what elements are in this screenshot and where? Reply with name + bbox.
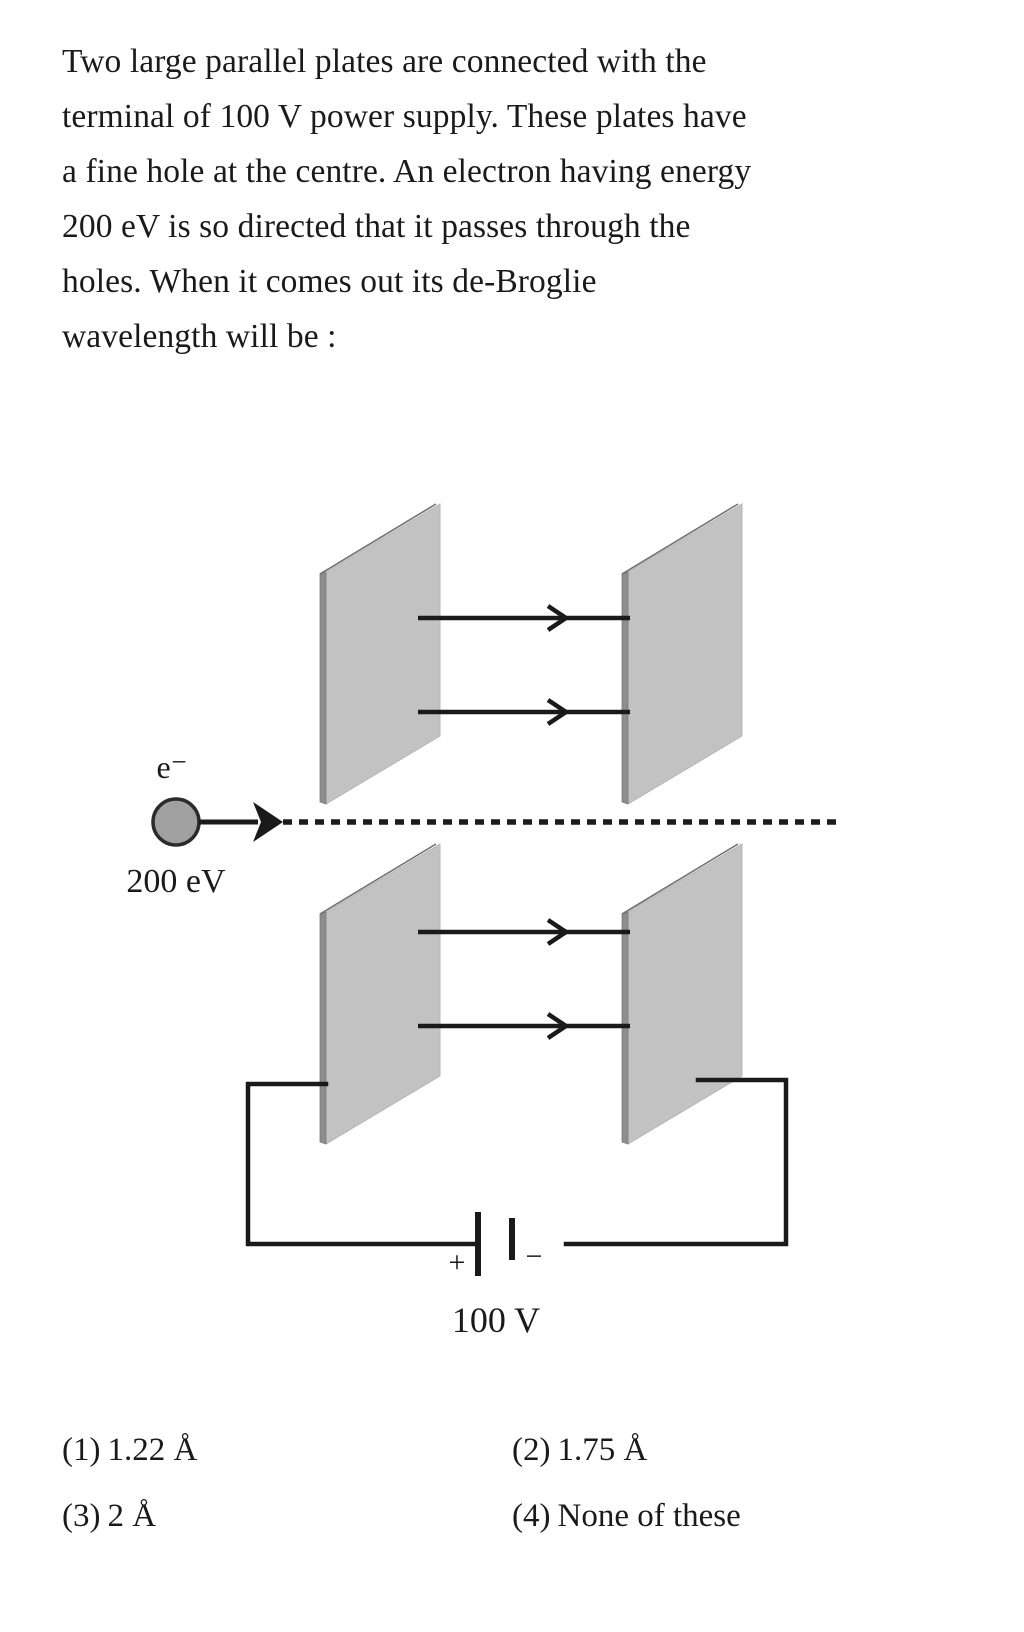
battery-plus-label: + xyxy=(449,1246,466,1279)
plate-top-edge xyxy=(319,843,437,915)
plate-lower-left xyxy=(319,843,441,1145)
plate-thickness-edge xyxy=(319,911,327,1145)
question-line-6: wavelength will be : xyxy=(62,318,337,355)
option-1[interactable]: (1)1.22 Å xyxy=(62,1425,512,1475)
plate-top-edge xyxy=(621,503,739,575)
wire-left-branch xyxy=(245,1081,479,1247)
electron-particle xyxy=(151,797,201,847)
question-line-3: a fine hole at the centre. An electron h… xyxy=(62,153,752,190)
field-line-arrowhead xyxy=(546,918,571,946)
option-3-number: (3) xyxy=(62,1498,101,1534)
option-3-value: 2 Å xyxy=(107,1498,157,1534)
option-4[interactable]: (4)None of these xyxy=(512,1491,962,1541)
capacitor-plates-diagram: e⁻ 200 eV xyxy=(0,460,1024,1340)
field-lines-lower xyxy=(418,918,630,1040)
option-row-2: (3)2 Å (4)None of these xyxy=(62,1491,962,1541)
option-1-number: (1) xyxy=(62,1432,101,1468)
upper-plate-pair xyxy=(319,503,743,805)
option-2-number: (2) xyxy=(512,1432,551,1468)
plate-thickness-edge xyxy=(621,571,629,805)
option-2-value: 1.75 Å xyxy=(557,1432,648,1468)
question-line-5: holes. When it comes out its de-Broglie xyxy=(62,263,597,300)
field-line-arrowhead xyxy=(546,604,571,632)
plate-thickness-edge xyxy=(319,571,327,805)
field-lines-upper xyxy=(418,604,630,726)
answer-options: (1)1.22 Å (2)1.75 Å (3)2 Å (4)None of th… xyxy=(62,1425,962,1557)
battery-minus-label: − xyxy=(526,1240,543,1273)
battery-symbol: + − 100 V xyxy=(449,1212,543,1340)
plate-top-edge xyxy=(319,503,437,575)
field-line-arrowhead xyxy=(546,698,571,726)
electron-group: e⁻ 200 eV xyxy=(126,749,283,900)
question-line-1: Two large parallel plates are connected … xyxy=(62,43,707,80)
option-row-1: (1)1.22 Å (2)1.75 Å xyxy=(62,1425,962,1475)
option-4-value: None of these xyxy=(557,1498,741,1534)
plate-lower-right xyxy=(621,843,743,1145)
question-line-2: terminal of 100 V power supply. These pl… xyxy=(62,98,747,135)
wire-right-branch xyxy=(563,1077,789,1247)
option-3[interactable]: (3)2 Å xyxy=(62,1491,512,1541)
plate-upper-left xyxy=(319,503,441,805)
electron-energy-label: 200 eV xyxy=(126,863,226,900)
question-text: Two large parallel plates are connected … xyxy=(62,34,962,364)
option-1-value: 1.22 Å xyxy=(107,1432,198,1468)
lower-plate-pair xyxy=(319,843,743,1145)
electron-label: e⁻ xyxy=(156,749,187,785)
circuit-wiring xyxy=(245,1077,789,1247)
option-2[interactable]: (2)1.75 Å xyxy=(512,1425,962,1475)
question-line-4: 200 eV is so directed that it passes thr… xyxy=(62,208,691,245)
plate-face xyxy=(325,503,441,805)
plate-face xyxy=(627,503,743,805)
plate-top-edge xyxy=(621,843,739,915)
battery-voltage-label: 100 V xyxy=(452,1300,540,1340)
plate-face xyxy=(627,843,743,1145)
plate-upper-right xyxy=(621,503,743,805)
option-4-number: (4) xyxy=(512,1498,551,1534)
field-line-arrowhead xyxy=(546,1012,571,1040)
plate-face xyxy=(325,843,441,1145)
